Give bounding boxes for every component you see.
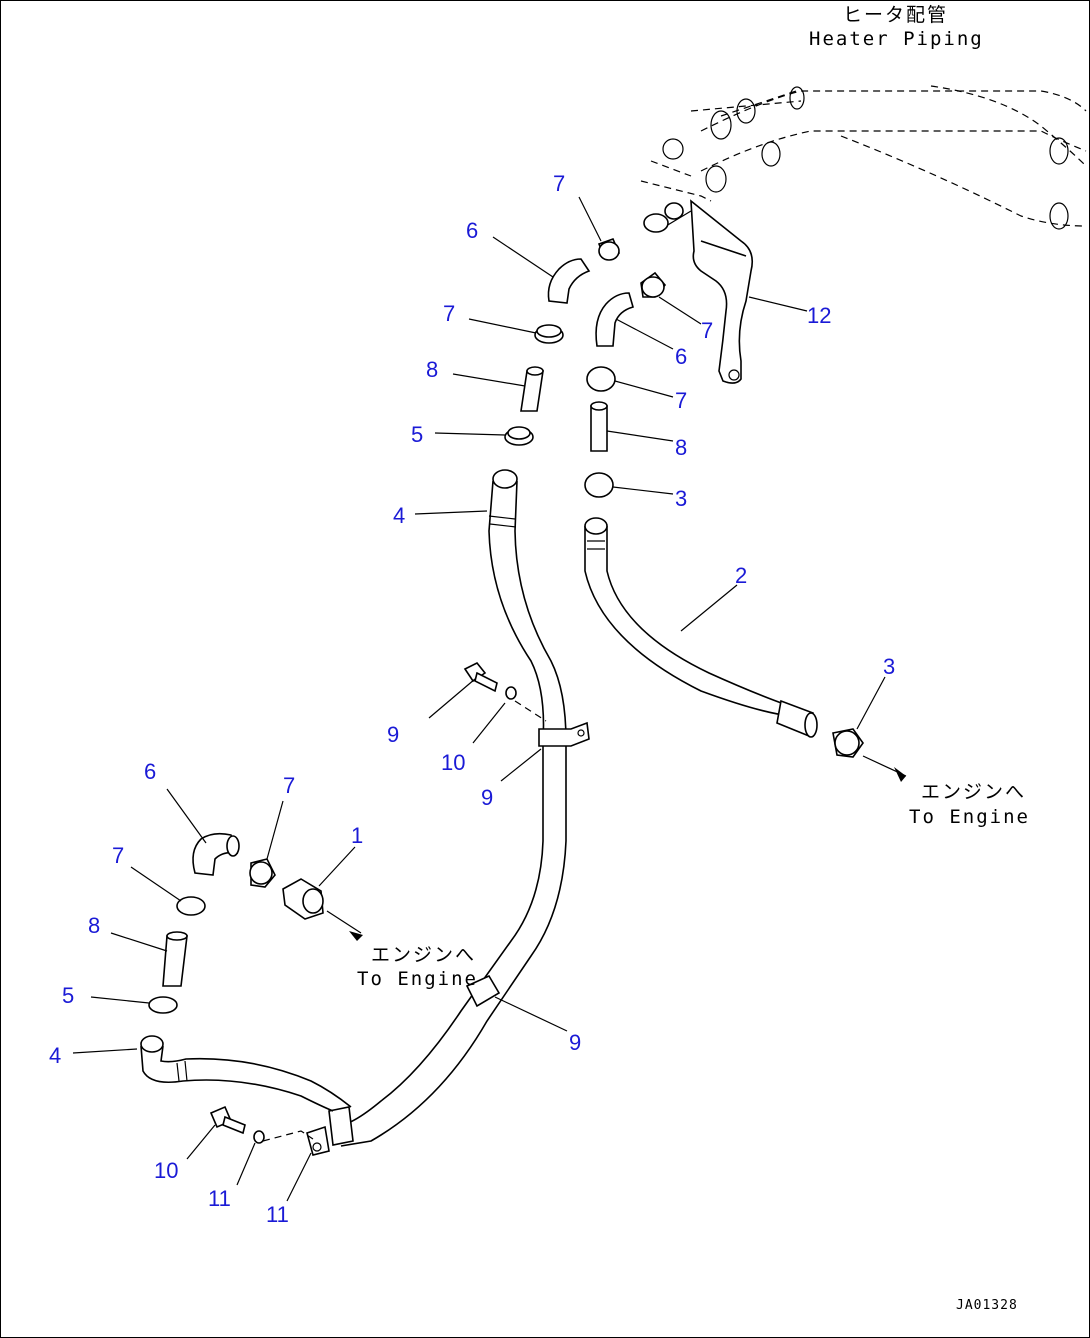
callout-6: 6 xyxy=(466,218,478,243)
callout-3: 3 xyxy=(883,654,895,679)
callout-7: 7 xyxy=(283,773,295,798)
callout-9: 9 xyxy=(481,785,493,810)
to-engine-label-jp: エンジンへ xyxy=(921,781,1026,803)
callout-11: 10 xyxy=(441,750,465,775)
heater-piping-label-jp: ヒータ配管 xyxy=(843,4,948,26)
callout-7: 7 xyxy=(553,171,565,196)
hose-part-4-main xyxy=(328,469,590,1147)
callout-10: 10 xyxy=(154,1158,178,1183)
callout-7: 7 xyxy=(112,843,124,868)
callout-5: 5 xyxy=(62,983,74,1008)
callout-5: 5 xyxy=(411,422,423,447)
callout-7: 7 xyxy=(701,318,713,343)
upper-right-hose-parts xyxy=(584,271,667,498)
callout-8: 8 xyxy=(675,435,687,460)
leader-lines xyxy=(72,196,886,1202)
bracket-part-12 xyxy=(643,199,754,384)
callout-6: 6 xyxy=(144,759,156,784)
callout-4: 4 xyxy=(49,1043,61,1068)
upper-left-hose-parts xyxy=(504,237,621,446)
callout-7: 7 xyxy=(675,388,687,413)
callout-numbers: 7 6 7 8 5 4 7 6 7 8 3 12 2 3 9 10 9 9 6 … xyxy=(49,171,895,1227)
callout-10: 9 xyxy=(387,722,399,747)
heater-piping-label-en: Heater Piping xyxy=(809,28,984,50)
callout-7: 7 xyxy=(443,301,455,326)
to-engine-label-en: To Engine xyxy=(357,968,478,990)
callout-3: 3 xyxy=(675,486,687,511)
callout-6: 6 xyxy=(675,344,687,369)
text-annotations: ヒータ配管 Heater Piping エンジンへ To Engine エンジン… xyxy=(357,4,1030,1313)
to-engine-label-jp: エンジンへ xyxy=(371,944,476,966)
hose-part-4-lower xyxy=(140,1035,352,1156)
callout-11: 11 xyxy=(208,1186,231,1211)
callout-1: 1 xyxy=(351,823,363,848)
callout-2: 2 xyxy=(735,563,747,588)
callout-8: 8 xyxy=(426,357,438,382)
bolt-washer-parts xyxy=(209,661,547,1144)
callout-9: 9 xyxy=(569,1030,581,1055)
callout-8: 8 xyxy=(88,913,100,938)
callout-9: 11 xyxy=(266,1202,289,1227)
drawing-code: JA01328 xyxy=(956,1298,1018,1313)
heater-piping-background xyxy=(640,85,1087,230)
hose-part-2 xyxy=(584,517,907,782)
to-engine-label-en: To Engine xyxy=(909,806,1030,828)
lower-left-hose-parts xyxy=(148,832,363,1014)
callout-4: 4 xyxy=(393,503,405,528)
callout-12: 12 xyxy=(807,303,831,328)
